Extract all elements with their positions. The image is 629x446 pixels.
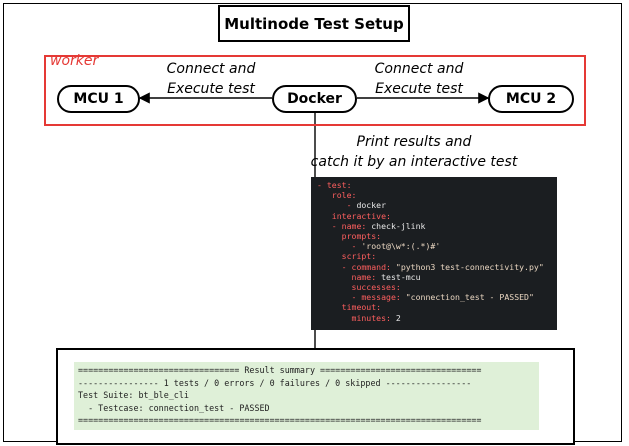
node-mcu1: MCU 1 bbox=[57, 85, 140, 113]
yaml-line-8: script: bbox=[341, 251, 377, 262]
result-summary-block: ================================ Result … bbox=[74, 362, 539, 430]
yaml-line-1: - test: bbox=[317, 180, 352, 190]
edge-label-right-line1: Connect and bbox=[374, 61, 464, 77]
node-mcu2: MCU 2 bbox=[488, 85, 574, 113]
edge-label-left-line2: Execute test bbox=[167, 81, 255, 97]
summary-line-5: ========================================… bbox=[78, 415, 482, 426]
yaml-line-4: interactive: bbox=[331, 210, 391, 221]
yaml-code-block: - test: role: - docker interactive: - na… bbox=[311, 177, 557, 330]
yaml-line-13: timeout: bbox=[341, 302, 382, 313]
worker-group bbox=[44, 55, 586, 126]
summary-line-4: - Testcase: connection_test - PASSED bbox=[78, 402, 270, 413]
edge-label-print: Print results and catch it by an interac… bbox=[304, 132, 524, 172]
yaml-line-9: - command: "python3 test-connectivity.py… bbox=[341, 261, 544, 272]
node-docker: Docker bbox=[272, 85, 357, 113]
yaml-line-3: - docker bbox=[346, 200, 387, 211]
yaml-line-5: - name: check-jlink bbox=[331, 220, 426, 231]
diagram-title: Multinode Test Setup bbox=[218, 5, 410, 42]
yaml-line-11: successes: bbox=[351, 282, 401, 293]
summary-line-3: Test Suite: bt_ble_cli bbox=[78, 390, 189, 401]
yaml-line-14: minutes: 2 bbox=[351, 312, 401, 323]
worker-label: worker bbox=[50, 53, 99, 69]
edge-label-print-line1: Print results and bbox=[356, 134, 472, 150]
edge-label-right: Connect and Execute test bbox=[358, 59, 480, 99]
summary-line-1: ================================ Result … bbox=[78, 365, 482, 375]
yaml-line-10: name: test-mcu bbox=[351, 271, 421, 282]
yaml-line-7: - 'root@\w*:(.*)#' bbox=[351, 241, 441, 252]
edge-label-left-line1: Connect and bbox=[166, 61, 256, 77]
yaml-line-2: role: bbox=[331, 190, 357, 201]
edge-label-left: Connect and Execute test bbox=[150, 59, 272, 99]
yaml-line-6: prompts: bbox=[341, 231, 382, 242]
yaml-line-12: - message: "connection_test - PASSED" bbox=[351, 292, 534, 303]
summary-line-2: ---------------- 1 tests / 0 errors / 0 … bbox=[78, 377, 472, 388]
edge-label-right-line2: Execute test bbox=[375, 81, 463, 97]
edge-label-print-line2: catch it by an interactive test bbox=[310, 154, 518, 170]
